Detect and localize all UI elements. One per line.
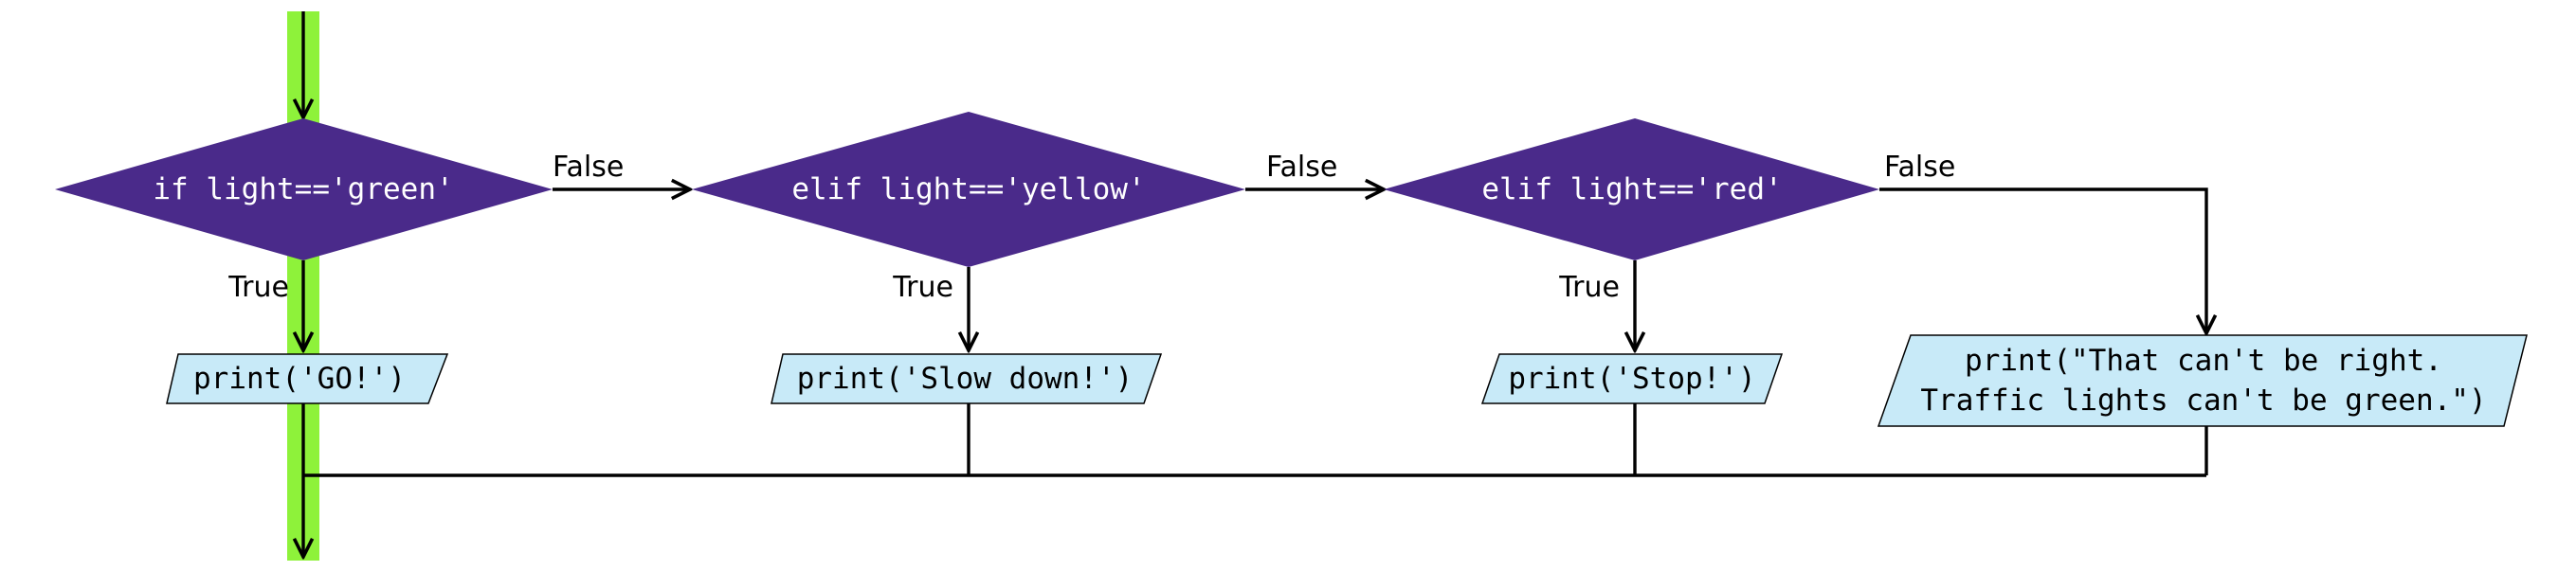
output-text: print('GO!'): [193, 362, 406, 396]
decision-diamond: [55, 118, 553, 260]
output-text-line-1: print("That can't be right.: [1965, 344, 2442, 378]
output-text-line-2: Traffic lights can't be green."): [1920, 384, 2486, 418]
decision-text: elif light=='red': [1481, 172, 1782, 206]
output-text: print('Stop!'): [1508, 362, 1755, 396]
decision-node-3: elif light=='red': [1384, 118, 1879, 260]
edges: [303, 11, 2206, 557]
output-text: print('Slow down!'): [797, 362, 1134, 396]
output-node-1: print('GO!'): [166, 353, 449, 404]
edge-label-false-2: False: [1266, 151, 1337, 184]
decision-diamond: [1384, 118, 1879, 260]
output-node-3: print('Stop!'): [1480, 353, 1784, 404]
output-parallelogram: [771, 353, 1163, 404]
false-arrow-3: [1879, 187, 2206, 333]
edge-label-false-3: False: [1884, 151, 1955, 184]
output-parallelogram: [1877, 334, 2528, 427]
decision-diamond: [692, 112, 1245, 267]
decision-text: if light=='green': [153, 172, 453, 206]
decision-text: elif light=='yellow': [791, 172, 1145, 206]
edge-label-true-2: True: [892, 271, 953, 304]
edge-label-true-1: True: [227, 271, 289, 304]
output-node-2: print('Slow down!'): [771, 353, 1163, 404]
output-parallelogram: [166, 353, 449, 404]
edge-label-true-3: True: [1558, 271, 1620, 304]
output-parallelogram: [1480, 353, 1784, 404]
decision-node-1: if light=='green': [55, 118, 553, 260]
output-node-4: print("That can't be right. Traffic ligh…: [1877, 334, 2528, 427]
edge-label-false-1: False: [553, 151, 624, 184]
decision-node-2: elif light=='yellow': [692, 112, 1245, 267]
